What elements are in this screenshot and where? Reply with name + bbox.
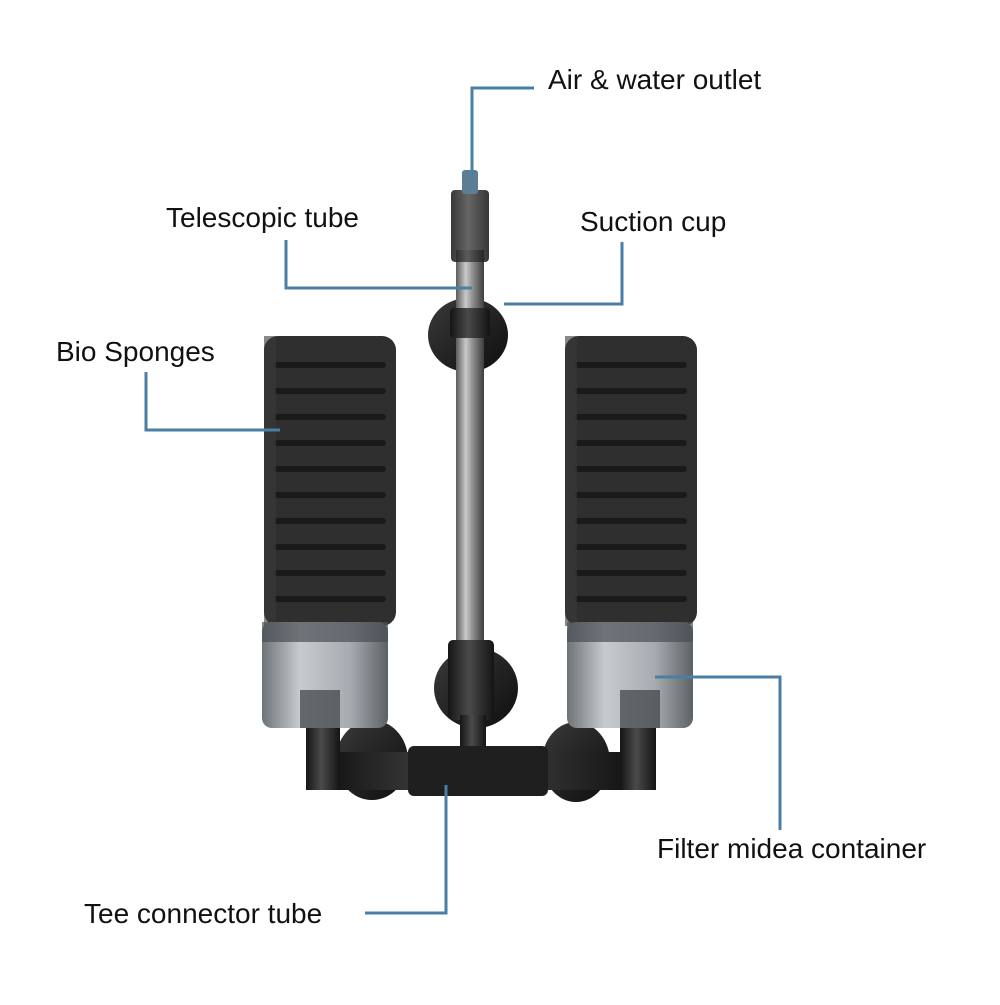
leader-bio-sponges [144, 372, 280, 432]
leader-suction-cup [504, 242, 624, 306]
right-filter-media-container [567, 622, 693, 728]
label-bio-sponges: Bio Sponges [56, 336, 215, 367]
leader-tee-connector-tube [365, 785, 448, 915]
label-tee-connector-tube: Tee connector tube [84, 898, 323, 929]
leader-telescopic-tube [284, 240, 472, 290]
leader-air-water-outlet [470, 86, 534, 175]
label-air-water-outlet: Air & water outlet [548, 64, 762, 95]
tube-lower-connector [448, 640, 494, 720]
label-filter-media-container: Filter midea container [657, 833, 927, 864]
leader-filter-media-container [655, 675, 782, 830]
tube-clip [450, 308, 490, 338]
leader-lines [144, 86, 782, 915]
right-bio-sponge [565, 336, 697, 626]
left-bio-sponge [264, 336, 396, 626]
left-filter-media-container [262, 622, 388, 728]
label-suction-cup: Suction cup [580, 206, 727, 237]
label-telescopic-tube: Telescopic tube [166, 202, 360, 233]
outlet-fitting [451, 190, 489, 262]
air-outlet-nozzle [462, 170, 478, 194]
tee-connector-center [408, 746, 548, 796]
